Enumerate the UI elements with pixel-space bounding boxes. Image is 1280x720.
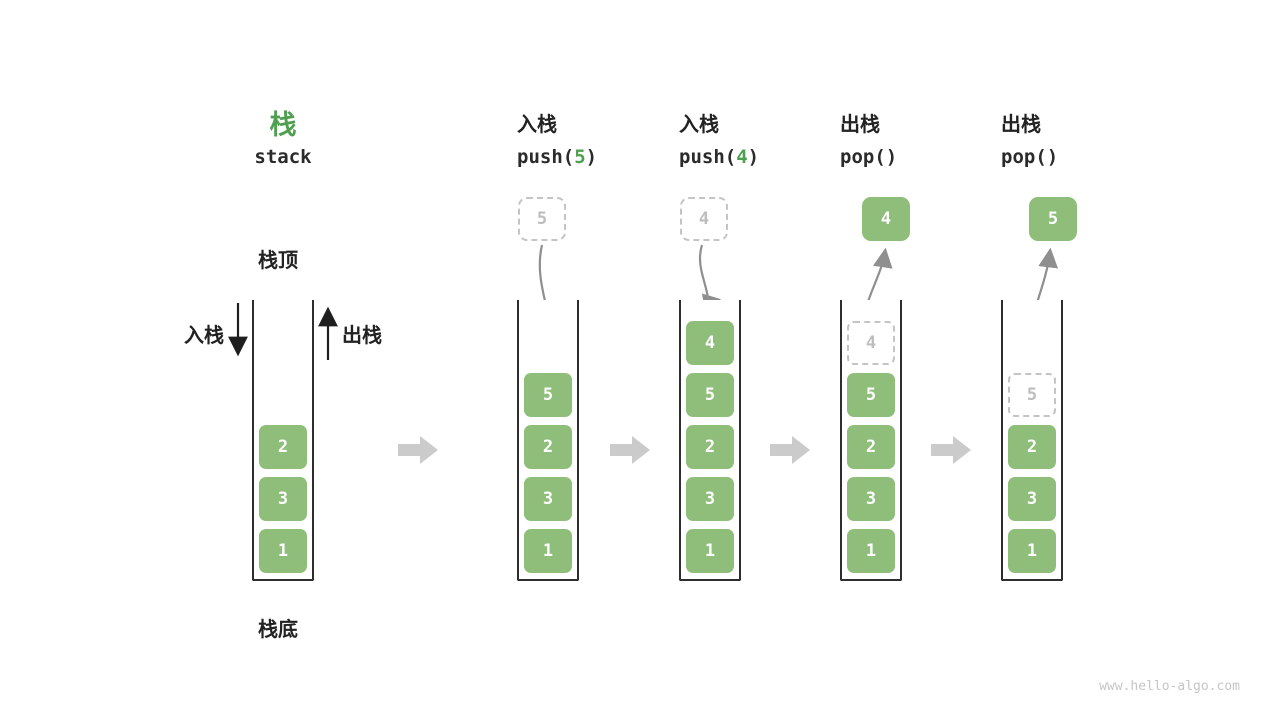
stack-cell: 3 [524, 477, 572, 521]
op-suffix: ) [747, 146, 760, 168]
stack-cell: 1 [1008, 529, 1056, 573]
stack-cell: 2 [847, 425, 895, 469]
stack-cell: 1 [524, 529, 572, 573]
transition-arrow-icon [770, 436, 810, 464]
diagram-subtitle: stack [254, 146, 312, 168]
incoming-value-box: 5 [518, 197, 566, 241]
stack-cell-ghost: 4 [847, 321, 895, 365]
op-prefix: pop( [840, 146, 886, 168]
diagram-title: 栈 [269, 110, 297, 140]
stack-container-after-push5: 5 2 3 1 [517, 300, 579, 581]
stack-container-after-pop4: 4 5 2 3 1 [840, 300, 902, 581]
stage-op-label: pop() [1001, 146, 1058, 168]
op-prefix: pop( [1001, 146, 1047, 168]
watermark: www.hello-algo.com [1099, 679, 1240, 694]
stack-top-label: 栈顶 [258, 250, 298, 272]
popped-value-box: 4 [862, 197, 910, 241]
stage-action-label: 入栈 [679, 114, 719, 136]
stack-cell: 3 [259, 477, 307, 521]
stack-container-initial: 2 3 1 [252, 300, 314, 581]
stack-cell: 2 [524, 425, 572, 469]
stack-cell: 1 [259, 529, 307, 573]
stack-cell: 1 [686, 529, 734, 573]
pop-up-arrow-icon [318, 306, 338, 360]
op-suffix: ) [1046, 146, 1059, 168]
op-arg: 5 [574, 146, 586, 168]
popped-value-box: 5 [1029, 197, 1077, 241]
stage-action-label: 出栈 [840, 114, 880, 136]
stack-cell: 1 [847, 529, 895, 573]
op-arg: 4 [736, 146, 748, 168]
stack-container-after-pop5: 5 2 3 1 [1001, 300, 1063, 581]
stage-op-label: pop() [840, 146, 897, 168]
transition-arrow-icon [398, 436, 438, 464]
stage-op-label: push(4) [679, 146, 759, 168]
stack-cell: 4 [686, 321, 734, 365]
op-prefix: push( [679, 146, 737, 168]
transition-arrow-icon [610, 436, 650, 464]
push-down-arrow-icon [228, 303, 248, 357]
stage-action-label: 出栈 [1001, 114, 1041, 136]
stack-cell: 2 [259, 425, 307, 469]
stack-bottom-label: 栈底 [258, 619, 298, 641]
stack-cell-ghost: 5 [1008, 373, 1056, 417]
stack-cell: 3 [847, 477, 895, 521]
stage-op-label: push(5) [517, 146, 597, 168]
stack-cell: 3 [686, 477, 734, 521]
stack-cell: 2 [686, 425, 734, 469]
op-suffix: ) [585, 146, 598, 168]
stage-action-label: 入栈 [517, 114, 557, 136]
transition-arrow-icon [931, 436, 971, 464]
incoming-value-box: 4 [680, 197, 728, 241]
stack-cell: 5 [686, 373, 734, 417]
stack-cell: 5 [524, 373, 572, 417]
push-direction-label: 入栈 [184, 325, 224, 347]
stack-cell: 3 [1008, 477, 1056, 521]
stack-cell: 5 [847, 373, 895, 417]
op-suffix: ) [885, 146, 898, 168]
stack-cell: 2 [1008, 425, 1056, 469]
stack-container-after-push4: 4 5 2 3 1 [679, 300, 741, 581]
op-prefix: push( [517, 146, 575, 168]
pop-direction-label: 出栈 [342, 325, 382, 347]
